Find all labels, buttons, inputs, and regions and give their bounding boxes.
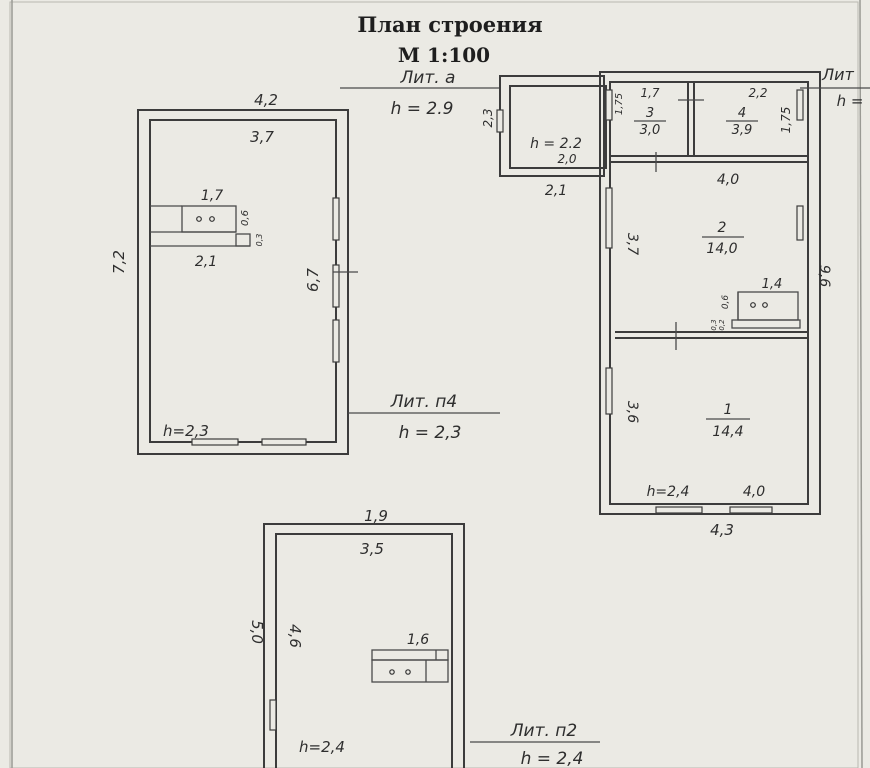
room2-area: 14,0 <box>706 241 737 257</box>
stove-width: 1,6 <box>407 632 429 648</box>
window <box>269 699 277 731</box>
building-litera-a: Лит. а h = 2.9 2,3 h = 2.2 2,0 2,1 <box>340 68 607 199</box>
height-label: h = 2.9 <box>391 99 454 119</box>
stove-small: 0,3 <box>710 319 718 330</box>
window <box>796 205 804 241</box>
room3-area: 3,0 <box>640 123 661 138</box>
plan-scale: М 1:100 <box>398 43 490 67</box>
room4-depth: 1,75 <box>779 107 793 134</box>
dim-outer-width: 1,9 <box>364 507 388 525</box>
room2-number: 2 <box>718 220 727 236</box>
litera-label: Лит. п4 <box>390 392 457 412</box>
height-label: h = 2,4 <box>521 749 584 768</box>
building-litera-p2: 1,9 3,5 5,0 4,6 1,6 h=2,4 Лит. п2 h = 2,… <box>248 507 600 768</box>
sheet-border <box>9 1 859 768</box>
window <box>332 197 340 241</box>
dim-inner-length: 4,6 <box>286 624 304 648</box>
window <box>261 438 307 446</box>
height-label: h = 2,3 <box>399 423 462 443</box>
dim-bottom: 2,1 <box>545 183 567 199</box>
stove-depth: 0,6 <box>240 210 251 226</box>
window <box>655 506 703 514</box>
stove-width: 1,4 <box>762 277 783 292</box>
plan-title: План строения <box>357 12 542 37</box>
stove <box>371 649 449 683</box>
window <box>605 89 613 121</box>
window <box>332 264 340 308</box>
stove-small: 0,3 <box>255 234 264 247</box>
room3-number: 3 <box>646 106 654 121</box>
room4-width: 2,2 <box>748 86 767 100</box>
house-height: h=2,4 <box>647 484 690 500</box>
building-litera-p4: 4,2 3,7 7,2 6,7 1,7 0,6 0,3 2,1 h=2,3 Ли… <box>110 91 500 455</box>
room1-width: 4,0 <box>743 484 765 500</box>
room4-number: 4 <box>738 106 746 121</box>
dim-outer-width: 4,2 <box>254 91 278 109</box>
room2-width: 4,0 <box>717 172 739 188</box>
room4-area: 3,9 <box>732 123 753 138</box>
room1-depth: 3,6 <box>624 401 640 423</box>
room3-width: 1,7 <box>640 86 659 100</box>
dim-inner-length: 6,7 <box>304 268 322 292</box>
window <box>191 438 239 446</box>
stove <box>150 205 251 247</box>
litera-right: Лит <box>821 65 854 84</box>
stove-base: 2,1 <box>195 254 217 270</box>
stove <box>731 291 801 329</box>
window <box>332 319 340 363</box>
fold-line-right <box>859 0 863 768</box>
inner-height: h=2,3 <box>163 422 209 440</box>
window <box>496 109 504 133</box>
litera-label: Лит. п2 <box>510 721 577 741</box>
litera-label: Лит. а <box>400 68 456 88</box>
dim-outer-length: 7,2 <box>110 250 128 274</box>
stove-small2: 0,2 <box>718 319 726 331</box>
room-height: h = 2.2 <box>530 136 582 152</box>
room2-depth: 3,7 <box>624 233 640 255</box>
window <box>605 187 613 249</box>
room3-depth: 1,75 <box>614 93 625 115</box>
dim-inner: 2,0 <box>557 152 576 166</box>
outer-width: 4,3 <box>710 521 734 539</box>
dim-inner-width: 3,5 <box>360 540 384 558</box>
window <box>605 367 613 415</box>
dim-outer-length: 5,0 <box>248 620 266 644</box>
dim-inner-width: 3,7 <box>250 128 274 146</box>
height-right: h = <box>837 92 864 110</box>
inner-height: h=2,4 <box>299 738 345 756</box>
window <box>729 506 773 514</box>
stove-depth: 0,6 <box>721 295 731 310</box>
room1-area: 14,4 <box>712 424 743 440</box>
building-main-house: 1,7 3 3,0 1,75 2,2 4 3,9 1,75 4,0 2 14,0… <box>599 65 870 539</box>
window <box>796 89 804 121</box>
room1-number: 1 <box>724 402 733 418</box>
dim-left: 2,3 <box>481 108 495 127</box>
outer-length: 9,6 <box>816 265 832 287</box>
stove-width: 1,7 <box>201 188 223 204</box>
